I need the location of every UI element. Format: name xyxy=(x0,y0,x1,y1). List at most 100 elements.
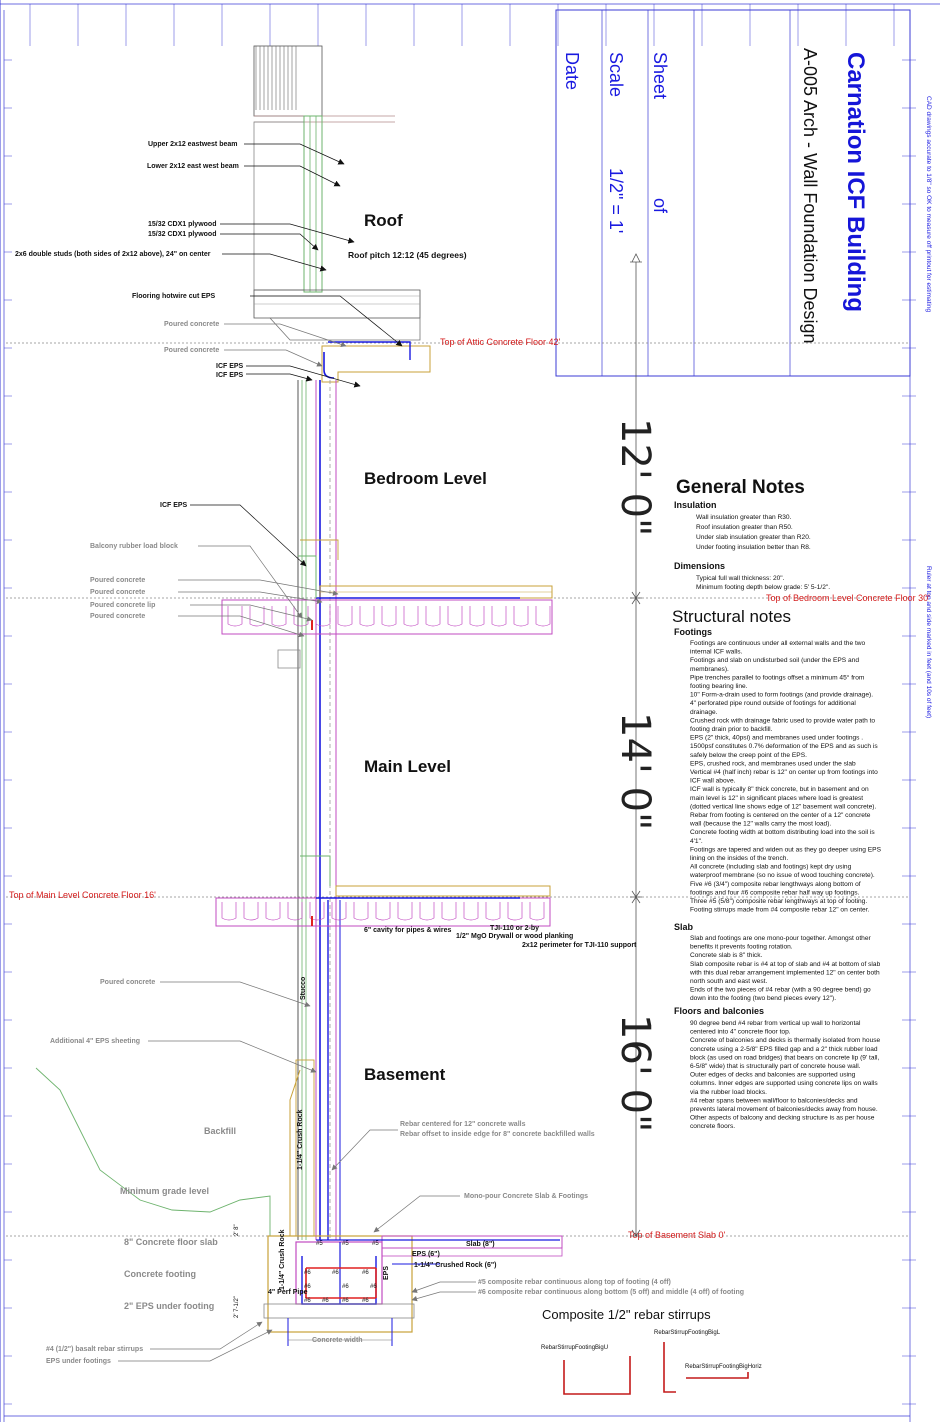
general-notes-title: General Notes xyxy=(676,477,805,498)
note-line: Pipe trenches parallel to footings offse… xyxy=(690,673,865,681)
general-notes: General Notes Insulation Wall insulation… xyxy=(674,477,830,591)
slab-list: Slab and footings are one mono-pour toge… xyxy=(689,935,881,1002)
note-line: 10" Form-a-drain used to form footings (… xyxy=(690,692,873,699)
note-line: (dotted vertical line shows edge of 12" … xyxy=(690,803,876,810)
note-line: block (as used on road bridges) that bea… xyxy=(690,1054,879,1061)
rebar-tag: #6 xyxy=(304,1270,311,1276)
callout-concrete-width: Concrete width xyxy=(312,1337,363,1344)
note-line: columns. Inner edges are supported using… xyxy=(690,1080,878,1087)
rebar-tag: #6 xyxy=(362,1270,369,1276)
callout-poured-concrete-1: Poured concrete xyxy=(164,321,219,328)
sheet-title: A-005 Arch - Wall Foundation Design xyxy=(800,48,820,343)
note-line: membranes). xyxy=(690,666,729,673)
callout-crush-rock-side: 1-1/4" Crush Rock xyxy=(279,1229,286,1290)
note-line: 6-5/8" wide) that is structurally part o… xyxy=(690,1063,861,1070)
callout-backfill: Backfill xyxy=(204,1126,236,1136)
roof-pitch: Roof pitch 12:12 (45 degrees) xyxy=(348,250,467,260)
scale-label: Scale xyxy=(606,52,626,97)
note-line: ICF wall above. xyxy=(690,778,736,785)
note-line: Other aspects of balcony and decking str… xyxy=(690,1115,875,1122)
note-line: wall (because the 12" walls carry the mo… xyxy=(689,821,831,828)
floors-list: 90 degree bend #4 rebar from vertical up… xyxy=(690,1020,881,1130)
note-line: benefits it prevents footing rotation. xyxy=(690,944,793,951)
callout-stucco: Stucco xyxy=(300,977,307,1000)
rebar-tag: #5 xyxy=(316,1241,323,1247)
roof-structure xyxy=(253,45,431,383)
dimension-lines xyxy=(630,253,642,1237)
note-line: drainage. xyxy=(690,709,718,716)
dimension-middle: 14' 0" xyxy=(612,712,658,830)
note-line: concrete floors. xyxy=(690,1123,735,1130)
level-basement: Basement xyxy=(364,1065,446,1084)
note-line: Outer edges of decks and balconies are s… xyxy=(690,1072,856,1079)
note-line: 90 degree bend #4 rebar from vertical up… xyxy=(690,1020,861,1027)
note-line: centered into 4" concrete floor top. xyxy=(690,1029,791,1036)
sheet-label: Sheet xyxy=(650,52,670,99)
callout-poured-concrete-5: Poured concrete xyxy=(90,613,145,620)
stirrup-big-horiz-shape xyxy=(686,1372,749,1379)
callout-poured-concrete-6: Poured concrete xyxy=(100,979,155,986)
rebar-tag: #6 xyxy=(322,1298,329,1304)
rebar-tag: #6 xyxy=(332,1270,339,1276)
note-line: Wall insulation greater than R30. xyxy=(696,514,792,521)
note-line: Slab and footings are one mono-pour toge… xyxy=(690,935,872,942)
callout-rebar5-top: #5 composite rebar continuous along top … xyxy=(478,1279,671,1286)
callout-eps-under-footings: EPS under footings xyxy=(46,1358,111,1365)
note-line: ICF wall is typically 8" thick concrete,… xyxy=(690,786,869,793)
callout-min-grade: Minimum grade level xyxy=(120,1186,209,1196)
note-line: Ends of the two pieces of #4 rebar (with… xyxy=(690,987,871,994)
callout-cavity: 6" cavity for pipes & wires xyxy=(364,927,451,934)
stirrup-big-u-shape xyxy=(563,1356,631,1395)
callout-poured-concrete-lip: Poured concrete lip xyxy=(90,602,155,609)
level-bedroom: Bedroom Level xyxy=(364,469,487,488)
structural-notes-title: Structural notes xyxy=(672,607,791,626)
note-line: footing drain prior to backfill. xyxy=(690,726,773,733)
scale-value: 1/2" = 1' xyxy=(606,168,626,233)
note-line: 4'1". xyxy=(690,838,703,845)
callout-perimeter: 2x12 perimeter for TJI-110 support xyxy=(522,942,637,949)
callout-monopour: Mono-pour Concrete Slab & Footings xyxy=(464,1193,588,1200)
of-label: of xyxy=(650,198,670,214)
note-line: Rebar from footing is centered on the ce… xyxy=(690,812,871,819)
rebar-tag: #5 xyxy=(372,1241,379,1247)
note-line: down into the footing (two bend pieces e… xyxy=(690,995,836,1002)
rebar-tag: #6 xyxy=(304,1298,311,1304)
note-line: concrete using a 2-5/8" EPS filled gap a… xyxy=(690,1046,878,1053)
note-line: #4 rebar spans between wall/floor to bal… xyxy=(690,1097,858,1104)
ruler-note-side: Ruler at top and side marked in feet (an… xyxy=(925,566,932,718)
building-name: Carnation ICF Building xyxy=(842,52,869,312)
callout-floor-slab: 8" Concrete floor slab xyxy=(124,1237,218,1247)
note-line: Vertical #4 (half inch) rebar is 12" on … xyxy=(690,769,878,776)
note-line: waterproof membrane (so no issue of wood… xyxy=(689,872,875,879)
date-label: Date xyxy=(562,52,582,90)
note-line: Footings are continuous under all extern… xyxy=(690,640,866,647)
callout-eps-sheeting: Additional 4" EPS sheeting xyxy=(50,1038,140,1045)
insulation-list: Wall insulation greater than R30.Roof in… xyxy=(696,514,811,551)
note-line: with this dual rebar arrangement impleme… xyxy=(689,969,880,976)
callout-icf-eps-1: ICF EPS xyxy=(216,363,244,370)
note-line: Footings and slab on undisturbed soil (u… xyxy=(690,657,859,664)
note-line: All concrete (including slab and footing… xyxy=(690,864,852,871)
callout-tji: TJI-110 or 2-by xyxy=(490,925,539,932)
callout-icf-eps-3: ICF EPS xyxy=(160,502,188,509)
footings-heading: Footings xyxy=(674,627,712,637)
title-block: Carnation ICF Building A-005 Arch - Wall… xyxy=(555,9,911,377)
note-line: footing bearing line. xyxy=(690,683,748,690)
note-line: 4" perforated pipe round outside of foot… xyxy=(690,700,856,707)
note-line: main level is 12" in significant places … xyxy=(690,795,863,802)
callout-upper-beam: Upper 2x12 eastwest beam xyxy=(148,141,238,148)
stirrup-big-l-label: RebarStirrupFootingBigL xyxy=(654,1330,721,1336)
note-line: Concrete of balconies and decks is therm… xyxy=(690,1037,881,1044)
callout-basalt-stirrups: #4 (1/2") basalt rebar stirrups xyxy=(46,1346,143,1353)
basement-footing: #5#5#5#6#6#6#6#6#6#6#6#6#6 xyxy=(35,1059,563,1346)
slab-heading: Slab xyxy=(674,922,694,932)
main-floor-slab xyxy=(215,855,551,927)
callout-poured-concrete-2: Poured concrete xyxy=(164,347,219,354)
dimensions-heading: Dimensions xyxy=(674,561,725,571)
icf-wall xyxy=(297,380,341,1240)
callout-rebar-center: Rebar centered for 12" concrete walls xyxy=(400,1121,526,1128)
callout-footing: Concrete footing xyxy=(124,1269,196,1279)
note-line: internal ICF walls. xyxy=(690,649,743,656)
main-floor-line-label: Top of Main Level Concrete Floor 16' xyxy=(9,890,156,900)
